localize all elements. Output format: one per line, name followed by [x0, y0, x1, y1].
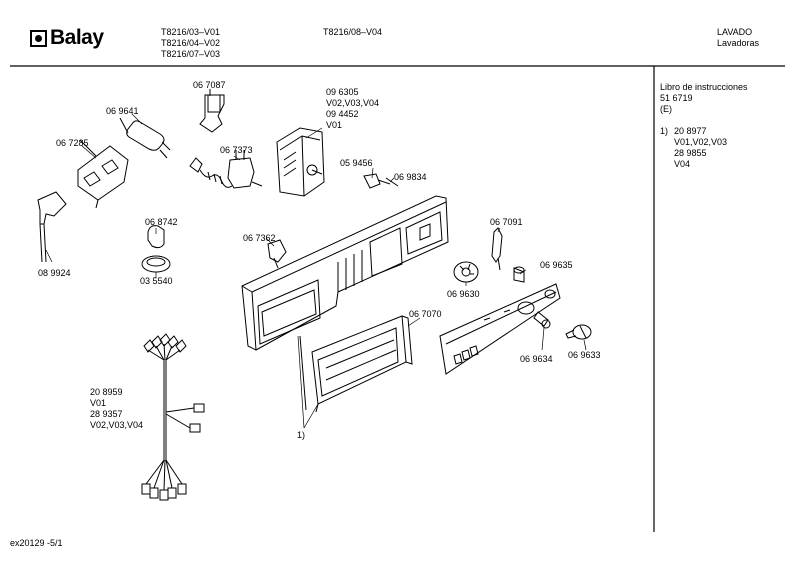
part-label-067362: 06 7362: [243, 233, 276, 243]
part-variant: V02,V03,V04: [326, 98, 380, 108]
part-069635-knob: [513, 266, 525, 283]
part-067285-bracket: [77, 139, 129, 209]
part-label-067070: 06 7070: [409, 309, 442, 319]
balay-logo-icon: [30, 29, 47, 47]
part-panel-fascia: [439, 283, 561, 375]
part-label-035540: 03 5540: [140, 276, 173, 286]
control-panel-housing: [241, 195, 449, 411]
drawing-code: ex20129 -5/1: [10, 538, 63, 548]
part-069633-knob: [565, 324, 592, 340]
part-068742-clamp: [147, 225, 165, 249]
part-067362-lamp: [267, 239, 287, 269]
wiring-harness: [141, 333, 205, 501]
model-line: T8216/04–V02: [161, 38, 221, 48]
part-label-harness: 20 8959 V01 28 9357 V02,V03,V04: [90, 387, 143, 431]
part-069630-selector: [453, 261, 479, 283]
category-label: LAVADO: [717, 27, 753, 37]
part-number: 09 6305: [326, 87, 359, 97]
part-067087-clip: [199, 89, 225, 133]
part-label-069634: 06 9634: [520, 354, 553, 364]
part-number: 28 9357: [90, 409, 123, 419]
part-label-059456: 05 9456: [340, 158, 373, 168]
manual-number: 51 6719: [660, 93, 693, 103]
part-variant: V02,V03,V04: [90, 420, 144, 430]
side-panel: Libro de instrucciones 51 6719 (E) 1) 20…: [660, 82, 748, 170]
part-variant: V01: [326, 120, 343, 130]
model-list-1: T8216/03–V01 T8216/04–V02 T8216/07–V03: [161, 27, 220, 60]
part-label-067373: 06 7373: [220, 145, 253, 155]
part-variant: V01: [90, 398, 107, 408]
part-069634-knob: [533, 311, 551, 329]
manual-title: Libro de instrucciones: [660, 82, 748, 92]
note-line: 28 9855: [674, 148, 707, 158]
model-list-2: T8216/08–V04: [323, 27, 383, 37]
part-035540-clamp: [141, 255, 171, 273]
part-096305-programmer: [276, 127, 325, 197]
manual-lang: (E): [660, 104, 672, 114]
part-label-069834: 06 9834: [394, 172, 427, 182]
note-ref: 1): [660, 126, 669, 136]
part-label-069641: 06 9641: [106, 106, 139, 116]
part-label-069630: 06 9630: [447, 289, 480, 299]
part-067373-switch: [189, 150, 263, 189]
part-069641-capacitor: [119, 117, 171, 159]
note-line: 20 8977: [674, 126, 707, 136]
balay-logo: Balay: [30, 26, 104, 50]
reference-mark: 1): [297, 430, 306, 440]
part-label-069635: 06 9635: [540, 260, 573, 270]
part-label-067091: 06 7091: [490, 217, 523, 227]
part-089924-plug: [37, 191, 67, 263]
part-label-089924: 08 9924: [38, 268, 71, 278]
part-label-069633: 06 9633: [568, 350, 601, 360]
part-label-068742: 06 8742: [145, 217, 178, 227]
part-number: 09 4452: [326, 109, 359, 119]
part-067070-drawer-front: [311, 315, 413, 413]
part-label-067285: 06 7285: [56, 138, 89, 148]
part-number: 20 8959: [90, 387, 123, 397]
leader-lines: [45, 89, 587, 429]
part-067091-lever: [491, 227, 503, 271]
note-line: V01,V02,V03: [674, 137, 728, 147]
brand-name: Balay: [50, 26, 104, 49]
model-line: T8216/07–V03: [161, 49, 221, 59]
part-label-096305: 09 6305 V02,V03,V04 09 4452 V01: [326, 87, 379, 131]
model-line: T8216/03–V01: [161, 27, 221, 37]
subcategory-label: Lavadoras: [717, 38, 760, 48]
note-line: V04: [674, 159, 691, 169]
part-label-067087: 06 7087: [193, 80, 226, 90]
part-059456-shaft: [363, 173, 399, 189]
